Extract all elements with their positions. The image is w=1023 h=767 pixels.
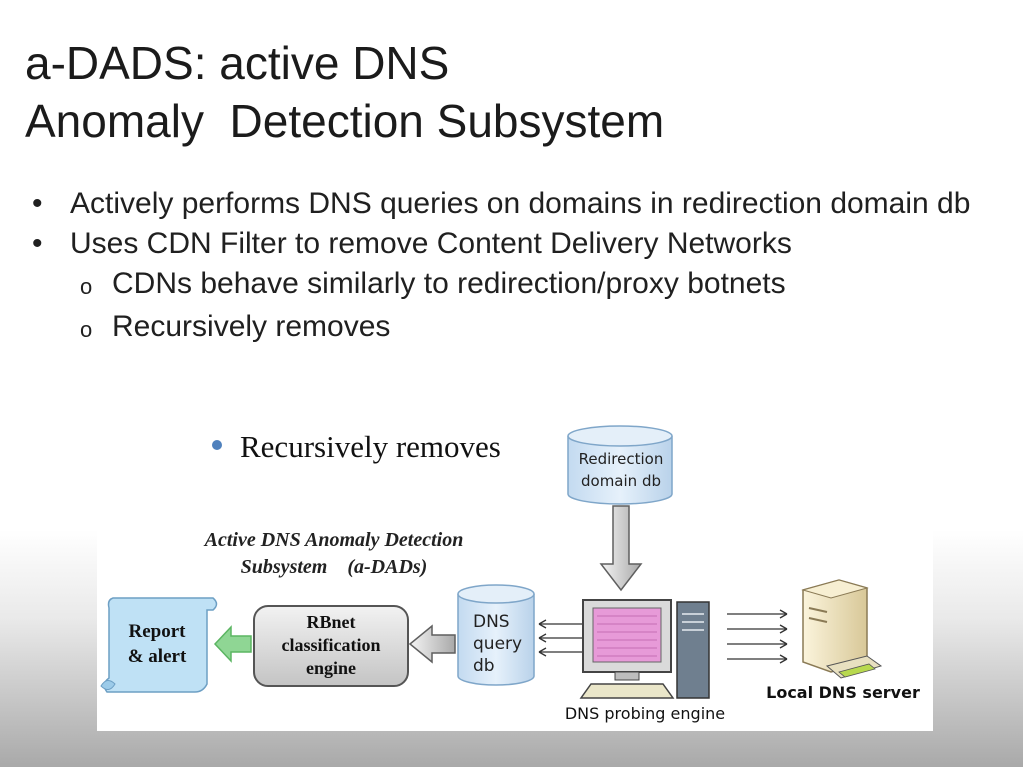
redirection-db-label-2: domain db xyxy=(581,472,661,490)
bullet-marker: • xyxy=(32,227,43,260)
rbnet-label-2: classification xyxy=(282,635,381,655)
tower xyxy=(676,601,710,699)
scroll-curl xyxy=(100,680,116,690)
monitor-screen xyxy=(592,607,662,663)
report-label-1: Report xyxy=(129,621,187,642)
cylinder-top xyxy=(567,425,673,447)
rbnet-label-3: engine xyxy=(306,658,356,678)
diagram-canvas: Recursively removes Redirection domain d… xyxy=(100,425,920,723)
sub-bullet-item: o Recursively removes xyxy=(32,307,972,350)
dns-query-db-label-1: DNS xyxy=(473,612,510,632)
server-keyboard xyxy=(838,663,876,678)
slide-title: a-DADS: active DNS Anomaly Detection Sub… xyxy=(25,34,664,150)
rbnet-label-1: RBnet xyxy=(307,612,356,632)
scroll-shape xyxy=(103,597,218,693)
bullet-text: Actively performs DNS queries on domains… xyxy=(70,187,971,220)
computer-icon xyxy=(579,599,710,699)
db-computer-arrows xyxy=(538,619,583,657)
rbnet-engine-box: RBnet classification engine xyxy=(253,605,409,687)
server-top xyxy=(801,579,869,599)
bullet-list: • Actively performs DNS queries on domai… xyxy=(32,184,972,350)
engine-box xyxy=(253,605,409,687)
cylinder-body xyxy=(457,594,535,686)
cylinder-top xyxy=(457,584,535,604)
slide-title-line-2: Anomaly Detection Subsystem xyxy=(25,95,665,147)
bullet-item: • Uses CDN Filter to remove Content Deli… xyxy=(32,224,972,264)
bullet-item: • Actively performs DNS queries on domai… xyxy=(32,184,972,224)
monitor-stand xyxy=(614,671,640,681)
down-arrow xyxy=(599,505,643,592)
gray-left-arrow xyxy=(408,624,456,664)
screen-lines xyxy=(597,615,657,657)
report-scroll: Report & alert xyxy=(100,597,218,693)
slide-title-line-1: a-DADS: active DNS xyxy=(25,37,450,89)
sub-bullet-marker: o xyxy=(80,274,93,299)
dns-query-db-label-3: db xyxy=(473,656,495,676)
green-arrow xyxy=(213,625,252,663)
dns-query-db-label-2: query xyxy=(473,634,522,654)
report-label-2: & alert xyxy=(128,646,187,667)
subsystem-label-line-2: Subsystem (a-DADs) xyxy=(241,556,428,578)
dns-query-db-cylinder: DNS query db xyxy=(457,584,535,686)
redirection-db-cylinder: Redirection domain db xyxy=(567,425,673,505)
figure-bullet-dot xyxy=(212,440,222,450)
server-icon xyxy=(801,579,883,679)
probing-engine-label: DNS probing engine xyxy=(565,704,725,723)
sub-bullet-text: Recursively removes xyxy=(112,310,391,343)
sub-bullet-text: CDNs behave similarly to redirection/pro… xyxy=(112,267,786,300)
keyboard xyxy=(579,683,675,699)
bullet-marker: • xyxy=(32,187,43,220)
sub-bullet-marker: o xyxy=(80,317,93,342)
computer-server-arrows xyxy=(727,609,788,664)
architecture-diagram: Recursively removes Redirection domain d… xyxy=(97,422,933,731)
figure-bullet-text: Recursively removes xyxy=(240,429,501,464)
bullet-text: Uses CDN Filter to remove Content Delive… xyxy=(70,227,792,260)
local-dns-label: Local DNS server xyxy=(766,683,920,702)
cylinder-body xyxy=(567,436,673,505)
figure-bullet: Recursively removes xyxy=(212,429,501,464)
redirection-db-label-1: Redirection xyxy=(579,450,664,468)
subsystem-label-line-1: Active DNS Anomaly Detection xyxy=(203,529,464,551)
sub-bullet-item: o CDNs behave similarly to redirection/p… xyxy=(32,264,972,307)
